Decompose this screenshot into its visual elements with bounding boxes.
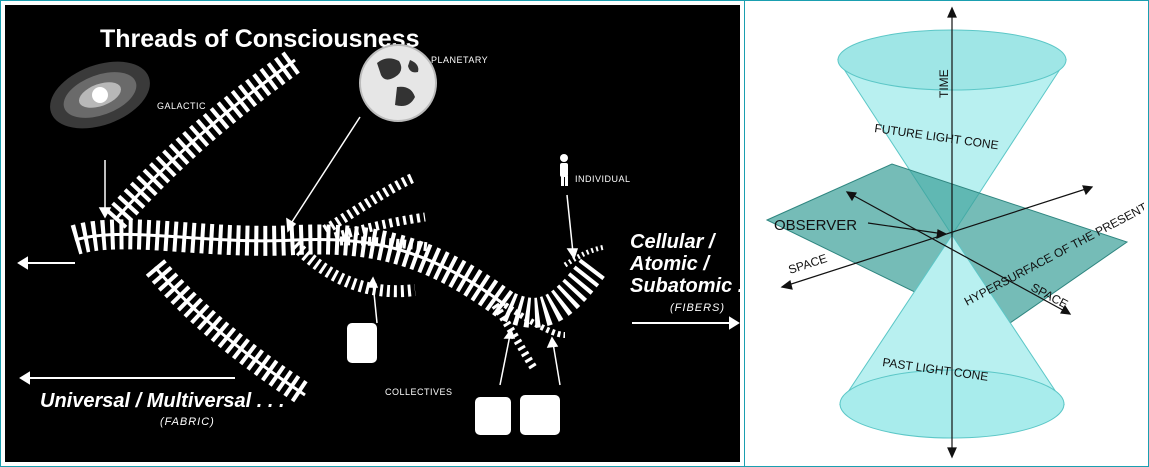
space-left-label: SPACE <box>787 251 829 277</box>
threads-diagram: Threads of Consciousness GALACTIC PLANET… <box>5 5 740 462</box>
universal-label: Universal / Multiversal . . . <box>40 390 285 412</box>
individual-label: INDIVIDUAL <box>575 174 631 184</box>
cellular-label-line2: Atomic / <box>629 253 711 275</box>
right-arrow <box>632 318 738 328</box>
left-arrows <box>19 258 235 383</box>
light-cone-diagram: TIME FUTURE LIGHT CONE OBSERVER HYPERSUR… <box>752 2 1144 464</box>
collective-group-icon <box>347 323 560 435</box>
fibers-label: (FIBERS) <box>670 302 725 314</box>
cellular-label-line3: Subatomic . . . <box>630 275 740 297</box>
fabric-label: (FABRIC) <box>160 416 215 428</box>
individual-figure-icon <box>560 154 568 186</box>
observer-label: OBSERVER <box>774 217 857 234</box>
galaxy-icon <box>41 49 159 141</box>
time-label: TIME <box>937 69 951 98</box>
collectives-label: COLLECTIVES <box>385 387 453 397</box>
threads-of-consciousness-panel: Threads of Consciousness GALACTIC PLANET… <box>5 5 740 462</box>
rope-strands <box>75 60 605 395</box>
planetary-label: PLANETARY <box>431 55 488 65</box>
panel-divider <box>744 0 745 467</box>
cellular-label-line1: Cellular / <box>630 231 717 253</box>
planet-icon <box>360 45 436 121</box>
diagram-title: Threads of Consciousness <box>100 25 420 53</box>
light-cone-panel: TIME FUTURE LIGHT CONE OBSERVER HYPERSUR… <box>752 2 1144 464</box>
galactic-label: GALACTIC <box>157 101 206 111</box>
